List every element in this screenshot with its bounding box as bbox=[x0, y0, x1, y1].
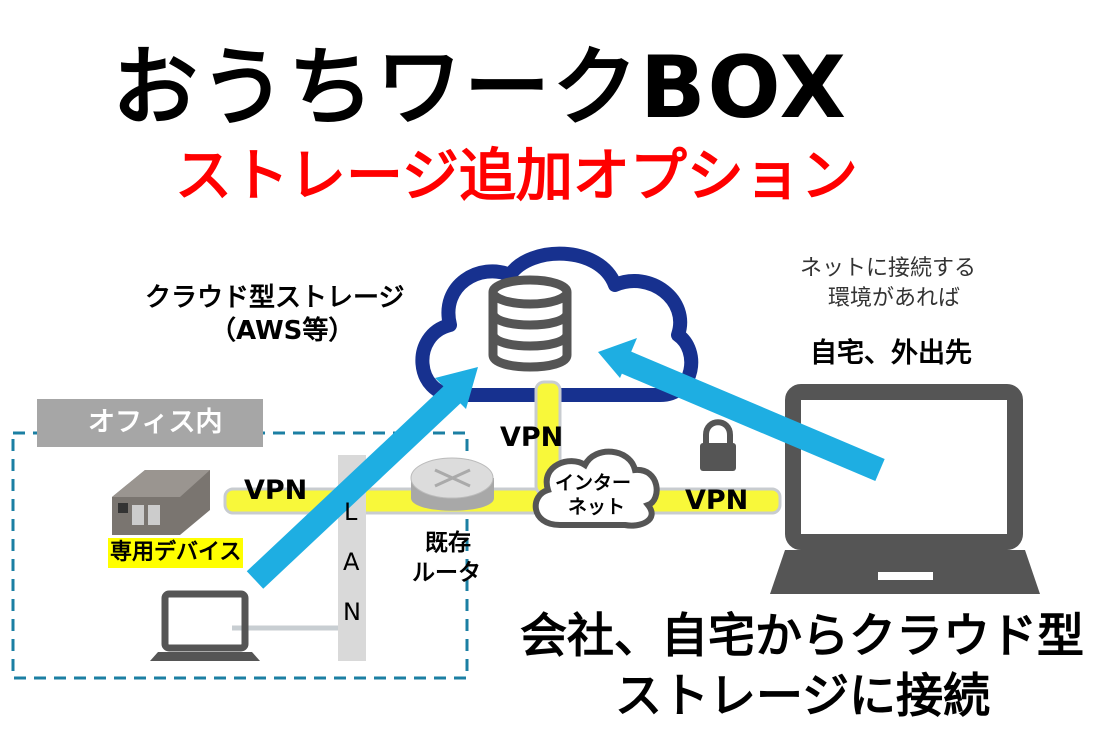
remote-condition-2: 環境があれば bbox=[828, 286, 961, 311]
summary-line-1: 会社、自宅からクラウド型 bbox=[520, 609, 1084, 664]
vpn-label-cloud: VPN bbox=[500, 422, 564, 453]
lan-letter-l: L bbox=[344, 498, 358, 526]
arrow-remote-to-cloud bbox=[598, 338, 885, 482]
device-icon bbox=[112, 470, 210, 535]
remote-laptop-icon bbox=[770, 384, 1040, 594]
cloud-storage-example: （AWS等） bbox=[210, 316, 355, 346]
cloud-storage-label: クラウド型ストレージ bbox=[145, 283, 405, 313]
internet-label-1: インター bbox=[555, 472, 632, 494]
router-icon bbox=[410, 457, 494, 511]
lock-icon bbox=[700, 419, 736, 471]
page-subtitle: ストレージ追加オプション bbox=[175, 143, 858, 209]
internet-cloud-icon bbox=[532, 448, 660, 529]
internet-label-2: ネット bbox=[568, 496, 626, 518]
router-label-1: 既存 bbox=[425, 530, 471, 556]
lan-letter-n: N bbox=[343, 598, 361, 626]
vpn-label-office: VPN bbox=[244, 475, 308, 506]
router-label-2: ルータ bbox=[412, 560, 481, 586]
remote-place: 自宅、外出先 bbox=[810, 338, 972, 369]
arrow-office-to-cloud bbox=[246, 367, 478, 589]
database-icon bbox=[488, 275, 572, 372]
device-label: 専用デバイス bbox=[108, 538, 244, 568]
office-label: オフィス内 bbox=[88, 407, 223, 438]
remote-condition-1: ネットに接続する bbox=[800, 256, 977, 281]
summary-line-2: ストレージに接続 bbox=[615, 669, 991, 724]
lan-letter-a: A bbox=[343, 548, 360, 576]
office-label-box bbox=[37, 399, 263, 447]
page-title: おうちワークBOX bbox=[112, 38, 848, 138]
office-laptop-icon bbox=[150, 590, 260, 661]
vpn-label-remote: VPN bbox=[685, 485, 749, 516]
